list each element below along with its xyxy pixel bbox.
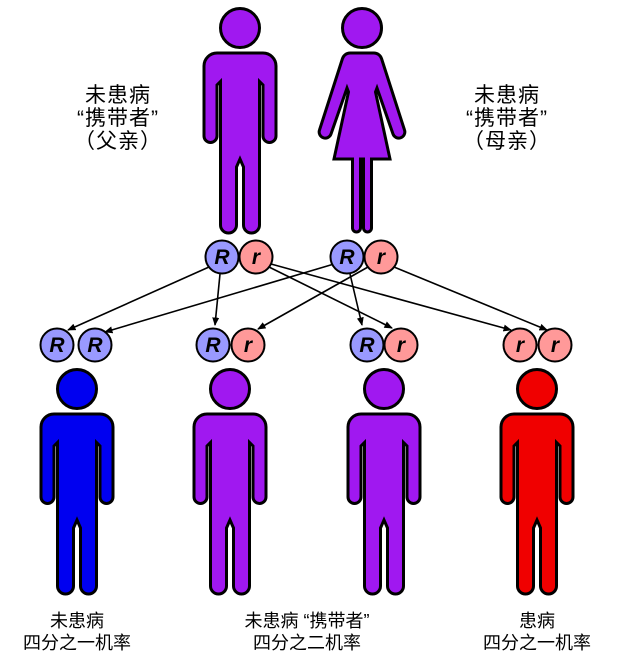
child4-figure-affected bbox=[499, 368, 575, 596]
inheritance-arrows bbox=[67, 263, 548, 334]
parent-alleles bbox=[204, 239, 399, 275]
arrow-mother-r-to-child4 bbox=[393, 266, 548, 331]
arrow-mother-r-to-child2 bbox=[257, 266, 369, 330]
arrow-mother-R-to-child1 bbox=[104, 263, 335, 334]
child1-figure-unaffected bbox=[39, 368, 115, 596]
outcome-carrier-line1: 未患病 “携带者” bbox=[244, 611, 370, 631]
allele-letters: R r R r R R R r R r r r bbox=[49, 246, 560, 357]
mother-allele-R-letter: R bbox=[339, 246, 355, 269]
child4-allele-1-circle bbox=[502, 327, 538, 363]
child2-allele-2-circle bbox=[230, 327, 266, 363]
mother-figure bbox=[317, 7, 407, 234]
mother-allele-r-letter: r bbox=[377, 246, 387, 269]
father-figure bbox=[202, 7, 278, 235]
mother-label: 未患病 “携带者” （母亲） bbox=[427, 84, 587, 153]
outcome-unaffected-line2: 四分之一机率 bbox=[23, 633, 131, 653]
child1-allele-2-circle bbox=[77, 327, 113, 363]
child1-allele-1-circle bbox=[39, 327, 75, 363]
child2-allele-1-letter: R bbox=[205, 334, 221, 357]
arrow-father-r-to-child3 bbox=[268, 266, 393, 329]
arrow-father-R-to-child1 bbox=[67, 266, 210, 331]
outcome-carrier-line2: 四分之二机率 bbox=[253, 633, 361, 653]
arrow-father-r-to-child4 bbox=[270, 263, 512, 332]
father-allele-R-letter: R bbox=[214, 246, 230, 269]
outcome-label-carrier: 未患病 “携带者” 四分之二机率 bbox=[212, 610, 402, 654]
child1-allele-2-letter: R bbox=[87, 334, 103, 357]
father-label-line2: “携带者” bbox=[77, 107, 159, 130]
child4-allele-1-letter: r bbox=[516, 334, 526, 357]
mother-label-line1: 未患病 bbox=[474, 84, 540, 107]
father-label-line1: 未患病 bbox=[85, 84, 151, 107]
outcome-label-unaffected: 未患病 四分之一机率 bbox=[2, 610, 152, 654]
father-allele-r-circle bbox=[238, 239, 274, 275]
arrow-mother-R-to-child3 bbox=[349, 273, 364, 326]
outcome-label-affected: 患病 四分之一机率 bbox=[452, 610, 619, 654]
child4-allele-2-letter: r bbox=[551, 334, 561, 357]
child2-figure-carrier bbox=[192, 368, 268, 596]
child3-figure-carrier bbox=[346, 368, 422, 596]
child3-allele-1-letter: R bbox=[359, 334, 375, 357]
child2-allele-1-circle bbox=[195, 327, 231, 363]
mother-label-line3: （母亲） bbox=[463, 130, 551, 153]
mother-allele-r-circle bbox=[363, 239, 399, 275]
child3-allele-2-circle bbox=[383, 327, 419, 363]
outcome-affected-line1: 患病 bbox=[519, 611, 555, 631]
child3-allele-2-letter: r bbox=[397, 334, 407, 357]
child-alleles bbox=[39, 327, 573, 363]
child1-allele-1-letter: R bbox=[49, 334, 65, 357]
father-label-line3: （父亲） bbox=[74, 130, 162, 153]
outcome-unaffected-line1: 未患病 bbox=[50, 611, 104, 631]
arrow-father-R-to-child2 bbox=[212, 273, 221, 326]
child2-allele-2-letter: r bbox=[244, 334, 254, 357]
father-allele-r-letter: r bbox=[252, 246, 262, 269]
child4-allele-2-circle bbox=[537, 327, 573, 363]
outcome-affected-line2: 四分之一机率 bbox=[483, 633, 591, 653]
father-label: 未患病 “携带者” （父亲） bbox=[38, 84, 198, 153]
mother-label-line2: “携带者” bbox=[466, 107, 548, 130]
